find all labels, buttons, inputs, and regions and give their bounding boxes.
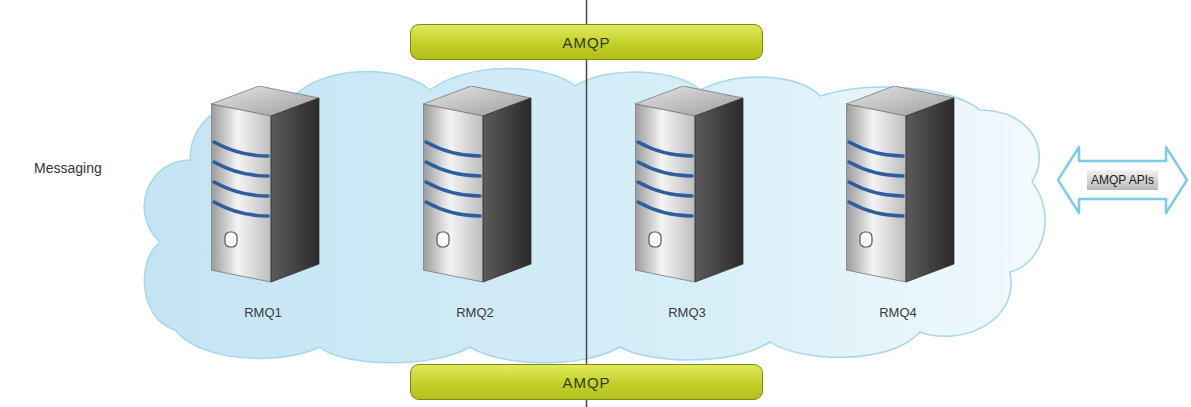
amqp-band: AMQP bbox=[410, 364, 763, 400]
connector-line bbox=[586, 60, 588, 364]
server-label: RMQ2 bbox=[456, 305, 500, 320]
server-node: RMQ4 bbox=[846, 84, 956, 320]
server-icon bbox=[423, 86, 531, 282]
server-icon bbox=[211, 86, 319, 282]
server-icon bbox=[635, 86, 743, 282]
band-label: AMQP bbox=[562, 374, 610, 391]
server-label: RMQ3 bbox=[668, 305, 712, 320]
server-label: RMQ4 bbox=[879, 305, 923, 320]
double-arrow: AMQP APIs bbox=[1057, 145, 1188, 215]
server-label: RMQ1 bbox=[244, 305, 288, 320]
server-node: RMQ1 bbox=[211, 84, 321, 320]
feed-line bbox=[586, 0, 588, 24]
amqp-band: AMQP bbox=[410, 24, 763, 60]
server-icon bbox=[846, 86, 954, 282]
messaging-cloud bbox=[144, 69, 1045, 363]
band-label: AMQP bbox=[562, 34, 610, 51]
server-node: RMQ3 bbox=[635, 84, 745, 320]
api-label: AMQP APIs bbox=[1087, 170, 1158, 190]
section-label: Messaging bbox=[34, 160, 102, 176]
server-node: RMQ2 bbox=[423, 84, 533, 320]
feed-line bbox=[586, 400, 588, 407]
